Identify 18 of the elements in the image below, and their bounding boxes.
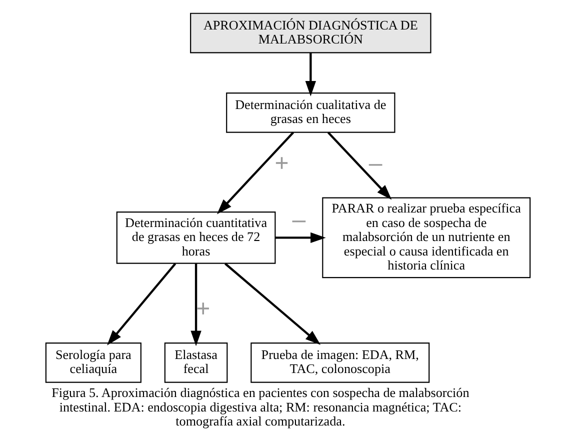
arrow xyxy=(190,263,202,346)
node-box: Prueba de imagen: EDA, RM, TAC, colonoscopia xyxy=(250,342,430,382)
edge-label: + xyxy=(274,150,289,177)
node-box: Determinación cuantitativa de grasas en heces de 72 horas xyxy=(116,211,276,264)
arrow xyxy=(327,131,392,200)
arrow xyxy=(275,232,326,243)
caption: Figura 5. Aproximación diagnóstica en pacientes con sospecha de malabsorción intestinal. EDA: endoscopia digestiva alta; RM: resonancia magnética; TAC: tomografía axial computarizada. xyxy=(52,384,470,428)
arrow xyxy=(224,262,321,344)
arrow xyxy=(216,131,294,214)
node-box: PARAR o realizar prueba específica en caso de sospecha de malabsorción de un nutriente en especial o causa identificada en historia clínica xyxy=(322,196,531,278)
edge-label: – xyxy=(368,150,382,177)
node-box: Elastasa fecal xyxy=(164,342,228,382)
node-box: Serología para celiaquía xyxy=(45,342,142,382)
arrow xyxy=(107,262,176,345)
edge-label: – xyxy=(292,206,306,233)
node-box: Determinación cualitativa de grasas en heces xyxy=(226,92,396,132)
node-box: APROXIMACIÓN DIAGNÓSTICA DE MALABSORCIÓN xyxy=(190,12,432,53)
arrow xyxy=(305,52,316,96)
